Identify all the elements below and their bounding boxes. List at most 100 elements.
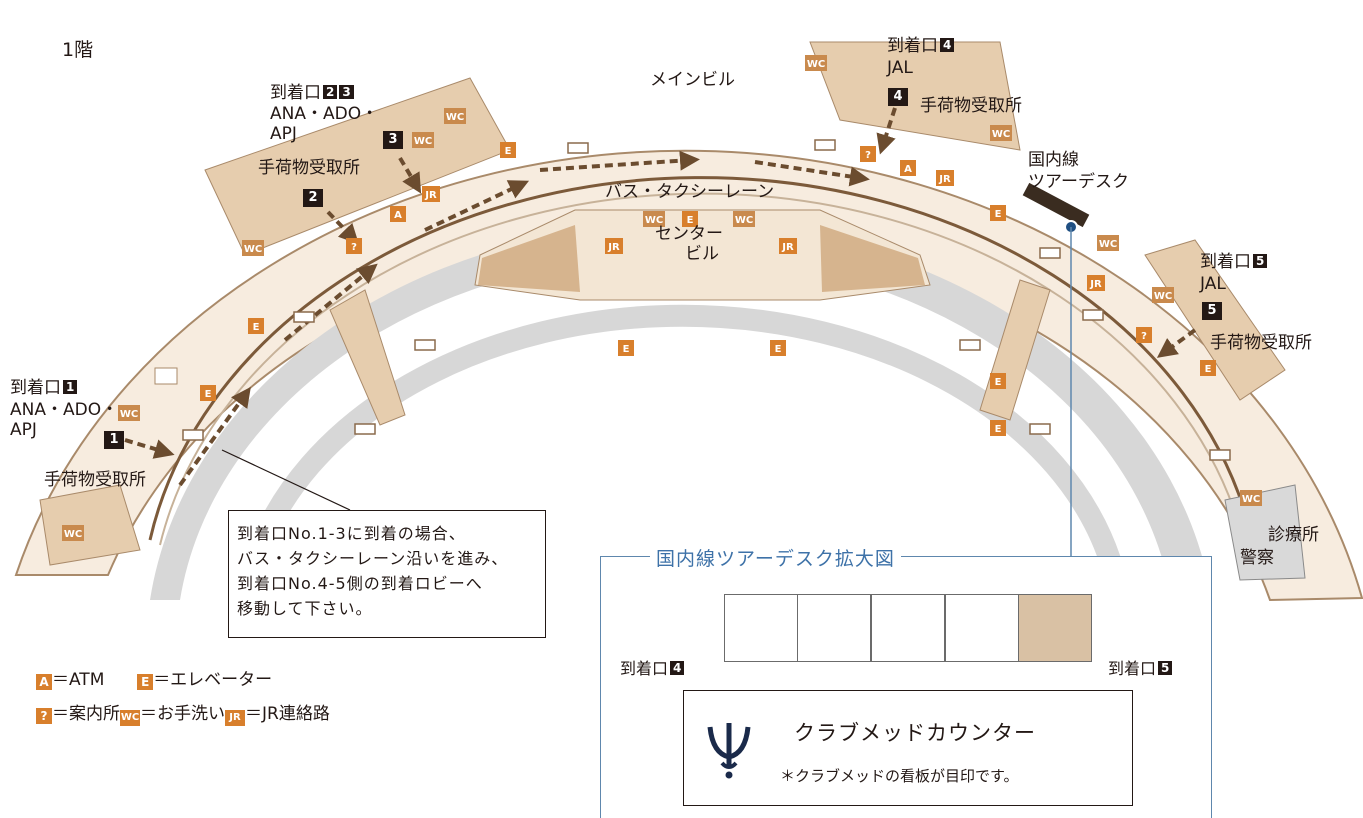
info-icon-text: ? <box>865 150 871 161</box>
legend-wc: ＝お手洗い <box>140 704 225 724</box>
counter-booth <box>945 594 1019 662</box>
wc-icon-text: WC <box>1154 291 1172 302</box>
jr-icon <box>422 186 440 202</box>
bus-taxi-lane-label: バス・タクシーレーン <box>605 182 775 202</box>
gate1-badge: 1 <box>63 380 78 394</box>
wc-icon-text: WC <box>414 136 432 147</box>
gate1-title-text: 到着口 <box>10 378 61 398</box>
route-arrow-5 <box>754 160 870 187</box>
legend-info: ＝案内所 <box>52 704 120 724</box>
main-building-label: メインビル <box>650 70 735 90</box>
wc-icon-text: WC <box>446 112 464 123</box>
info-icon <box>1136 327 1152 343</box>
wc-icon-text: WC <box>120 409 138 420</box>
wc-icon <box>444 108 466 124</box>
wc-icon <box>412 132 434 148</box>
elevator-icon-text: E <box>995 209 1002 220</box>
inset-left-label-text: 到着口 <box>620 659 669 678</box>
elevator-icon: E <box>137 674 154 690</box>
gate23-airlines-1: ANA・ADO・ <box>270 104 379 124</box>
gate1-airlines-2: APJ <box>10 420 37 440</box>
elevator-icon <box>770 340 786 356</box>
clinic-block <box>1224 484 1306 581</box>
main-walkway-inner <box>159 192 1243 546</box>
wc-icon <box>118 405 140 421</box>
legend-row-1: A＝ATM E＝エレベーター <box>36 668 272 692</box>
gate1-airlines-1: ANA・ADO・ <box>10 400 119 420</box>
inset-title: 国内線ツアーデスク拡大図 <box>650 544 901 571</box>
tour-desk-label-1: 国内線 <box>1028 150 1079 170</box>
wc-icon-text: WC <box>1099 239 1117 250</box>
wc-icon <box>990 125 1012 141</box>
gate3-arrow <box>398 156 422 194</box>
elevator-icon <box>990 205 1006 221</box>
jr-icon-text: JR <box>781 242 794 253</box>
center-wing-left <box>478 225 580 292</box>
info-icon-text: ? <box>351 242 357 253</box>
clubmed-counter-note: ＊クラブメッドの看板が目印です。 <box>780 767 1019 785</box>
wc-icon <box>643 211 665 227</box>
wc-icon: WC <box>120 710 140 726</box>
jr-icon <box>1087 275 1105 291</box>
wc-icon <box>805 55 827 71</box>
route-note-line: バス・タクシーレーン沿いを進み、 <box>237 549 509 568</box>
center-building-label-1: センター <box>655 224 723 244</box>
gate5-badge: 5 <box>1253 254 1268 268</box>
legend-elevator: ＝エレベーター <box>153 670 273 690</box>
wc-icon-text: WC <box>244 244 262 255</box>
clubmed-counter-name: クラブメッドカウンター <box>794 721 1036 745</box>
jr-icon <box>936 170 954 186</box>
gate1-baggage: 手荷物受取所 <box>44 470 146 490</box>
counter-booth <box>724 594 798 662</box>
gate2-arrow <box>326 210 359 245</box>
wc-icon <box>1152 287 1174 303</box>
elevator-icon-text: E <box>995 424 1002 435</box>
info-icon: ? <box>36 708 52 724</box>
wc-icon <box>154 367 178 385</box>
wc-icon <box>242 240 264 256</box>
gate23-airlines-2: APJ <box>270 124 297 144</box>
gate5-arrow <box>1156 328 1197 358</box>
trident-icon <box>707 723 751 779</box>
gate4-badge: 4 <box>940 38 955 52</box>
atm-icon: A <box>36 674 52 690</box>
baggage-hall-1 <box>39 484 141 566</box>
legend-jr: ＝JR連絡路 <box>245 704 330 724</box>
gate4-airline: JAL <box>887 58 913 78</box>
elevator-icon <box>200 385 216 401</box>
gate5-title-text: 到着口 <box>1200 252 1251 272</box>
gate23-badge-a: 2 <box>323 85 338 99</box>
facility-icons <box>62 55 1262 541</box>
elevator-icon-text: E <box>253 322 260 333</box>
jr-icon: JR <box>225 710 245 726</box>
note-leader <box>221 449 351 511</box>
gate4-title-text: 到着口 <box>887 36 938 56</box>
gate23-baggage: 手荷物受取所 <box>258 158 360 178</box>
inset-left-badge: 4 <box>670 661 685 675</box>
gate5-airline: JAL <box>1200 274 1226 294</box>
elevator-icon-text: E <box>995 377 1002 388</box>
jr-icon-text: JR <box>607 242 620 253</box>
atm-icon-text: A <box>394 210 402 221</box>
floor-label: 1階 <box>62 39 94 61</box>
jr-icon-text: JR <box>938 174 951 185</box>
center-building-label-2: ビル <box>685 244 719 264</box>
gate23-badge-b: 3 <box>339 85 354 99</box>
atm-icon <box>390 206 406 222</box>
wc-icon <box>1240 490 1262 506</box>
clubmed-booth <box>1018 594 1092 662</box>
jr-icon <box>779 238 797 254</box>
gate1-arrow <box>124 438 175 459</box>
route-note-box: 到着口No.1-3に到着の場合、 バス・タクシーレーン沿いを進み、 到着口No.… <box>228 510 546 638</box>
tour-desk-label-2: ツアーデスク <box>1028 172 1129 192</box>
wc-icon-text: WC <box>807 59 825 70</box>
inner-road <box>244 304 1121 564</box>
bridge-left <box>329 289 406 426</box>
counter-booth <box>797 594 871 662</box>
center-wing-right <box>820 225 925 292</box>
elevator-icon-text: E <box>205 389 212 400</box>
